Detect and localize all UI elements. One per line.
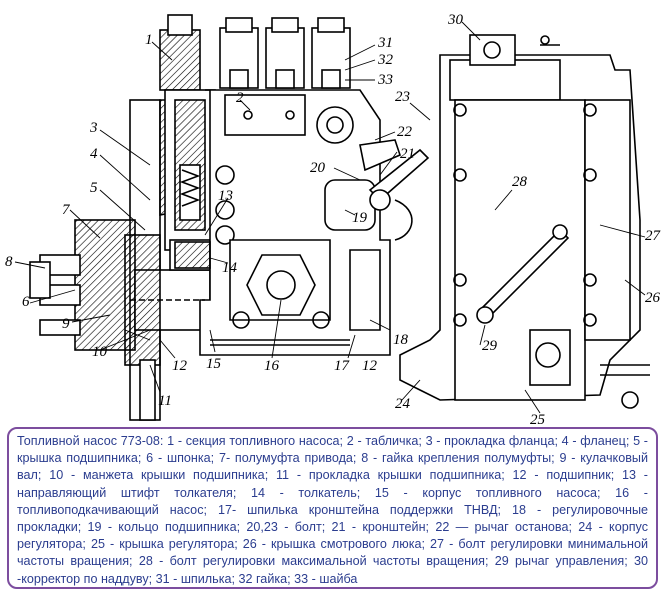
callout-13: 13 <box>218 188 233 204</box>
callout-17: 17 <box>334 358 351 374</box>
callout-15: 15 <box>206 356 222 372</box>
pump-section <box>159 14 216 271</box>
callout-6: 6 <box>22 294 30 310</box>
callout-18: 18 <box>393 332 409 348</box>
stop-lever <box>359 139 430 241</box>
callout-8: 8 <box>5 254 13 270</box>
callout-27: 27 <box>645 228 662 244</box>
caption-box: Топливной насос 773-08: 1 - секция топли… <box>7 427 658 589</box>
callout-12b: 12 <box>362 358 378 374</box>
callout-21: 21 <box>400 146 415 162</box>
callout-labels: 1 2 3 4 5 6 7 8 9 10 11 12 12 13 14 15 1… <box>5 12 662 424</box>
callout-9: 9 <box>62 316 70 332</box>
callout-2: 2 <box>236 90 244 106</box>
callout-20: 20 <box>310 160 326 176</box>
callout-30: 30 <box>447 12 464 28</box>
callout-25: 25 <box>530 412 546 424</box>
callout-26: 26 <box>645 290 661 306</box>
figure-caption: Топливной насос 773-08: 1 - секция топли… <box>17 434 648 586</box>
callout-28: 28 <box>512 174 528 190</box>
callout-24: 24 <box>395 396 411 412</box>
leader-lines <box>14 21 646 414</box>
pump-body <box>174 89 391 356</box>
injector-fittings <box>219 17 351 89</box>
callout-19: 19 <box>352 210 368 226</box>
callout-12a: 12 <box>172 358 188 374</box>
callout-16: 16 <box>264 358 280 374</box>
callout-1: 1 <box>145 32 153 48</box>
callout-31: 31 <box>377 35 393 51</box>
fuel-pump-drawing: 1 2 3 4 5 6 7 8 9 10 11 12 12 13 14 15 1… <box>5 12 662 424</box>
callout-11: 11 <box>158 393 172 409</box>
callout-3: 3 <box>89 120 98 136</box>
callout-14: 14 <box>222 260 238 276</box>
callout-22: 22 <box>397 124 413 140</box>
regulator-housing <box>399 34 650 409</box>
callout-4: 4 <box>90 146 98 162</box>
callout-7: 7 <box>62 202 71 218</box>
callout-5: 5 <box>90 180 98 196</box>
callout-10: 10 <box>92 344 108 360</box>
callout-29: 29 <box>482 338 498 354</box>
callout-33: 33 <box>377 72 393 88</box>
callout-32: 32 <box>377 52 394 68</box>
callout-23: 23 <box>395 89 410 105</box>
